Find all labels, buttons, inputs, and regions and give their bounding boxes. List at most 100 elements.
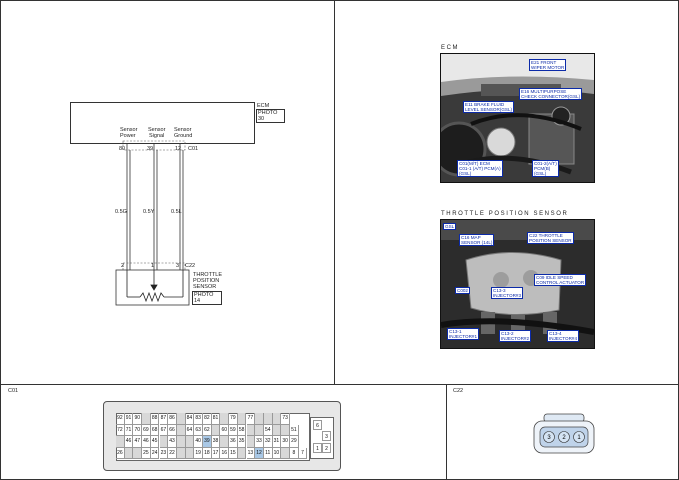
c01-pin-cell: 15 (229, 447, 238, 459)
c01-pin-cell: 69 (142, 424, 151, 436)
wire-label-blue: 0.5L (171, 209, 182, 215)
tps-location-photo: GSL C16 MAP SENSOR (14L) C22 THROTTLE PO… (440, 219, 595, 349)
c01-pin-cell: 23 (159, 447, 169, 459)
ecm-connector-id: C01 (188, 146, 199, 152)
c01-pin-cell: 70 (133, 424, 143, 436)
c01-pin-cell: 39 (203, 436, 212, 448)
c01-pin-cell (220, 413, 230, 425)
pin-label-sensor-signal-1: Sensor (148, 127, 166, 133)
c01-pin-cell: 81 (211, 413, 221, 425)
c01-pin-cell: 18 (203, 447, 212, 459)
callout-map-sensor: C16 MAP SENSOR (14L) (459, 234, 495, 246)
callout-throttle-position-sensor: C22 THROTTLE POSITION SENSOR (527, 232, 574, 244)
pin-label-sensor-power-2: Power (120, 133, 136, 139)
sensor-label-2: POSITION (193, 278, 220, 284)
c01-pin-cell: 63 (194, 424, 203, 436)
c01-side-pin: 6 (313, 420, 322, 430)
ecm-photo-label: PHOTO (258, 110, 278, 116)
sensor-photo-label: PHOTO (194, 292, 214, 298)
c01-pin-cell (133, 447, 143, 459)
c01-pin-cell: 84 (185, 413, 195, 425)
callout-injector-3: C13-3 INJECTOR#3 (491, 287, 523, 299)
c01-pin-cell: 35 (237, 436, 247, 448)
c01-pin-cell (176, 413, 186, 425)
c01-side-pin: 2 (322, 443, 331, 453)
tps-gsl-tag: GSL (443, 223, 457, 230)
c01-pin-cell: 26 (116, 447, 125, 459)
c01-pin-cell: 86 (168, 413, 177, 425)
c01-pin-cell: 73 (281, 413, 290, 425)
c01-pin-cell: 16 (220, 447, 230, 459)
c01-pin-cell (176, 436, 186, 448)
c01-pin-cell: 46 (124, 436, 134, 448)
c01-pin-cell (159, 436, 169, 448)
c01-pin-cell (116, 436, 125, 448)
c01-pin-cell: 24 (150, 447, 160, 459)
c01-pin-cell: 13 (246, 447, 256, 459)
callout-idle-speed-control-actuator: C09 IDLE SPEED CONTROL ACTUATOR (534, 274, 587, 286)
c01-pin-cell: 71 (124, 424, 134, 436)
c01-pin-cell (237, 447, 247, 459)
c22-connector-face: 3 2 1 (533, 413, 595, 454)
c01-pin-cell (142, 413, 151, 425)
callout-brake-fluid-level-sensor: E11 BRAKE FLUID LEVEL SENSOR(GSL) (463, 101, 515, 113)
pin-label-sensor-ground-2: Ground (174, 133, 193, 139)
ecm-photo-ref (256, 109, 285, 123)
c01-pin-cell: 91 (124, 413, 134, 425)
callout-front-wiper-motor: E21 FRONT WIPER MOTOR (529, 59, 567, 71)
ecm-photo-number: 30 (258, 116, 265, 122)
c01-pin-cell (124, 447, 134, 459)
sensor-pin-2: 2 (121, 263, 125, 269)
c01-pin-cell: 30 (281, 436, 290, 448)
c01-pin-cell: 10 (272, 447, 282, 459)
c01-pin-cell: 45 (150, 436, 160, 448)
c01-pin-cell: 62 (203, 424, 212, 436)
c01-pin-cell: 31 (272, 436, 282, 448)
c01-pin-cell: 92 (116, 413, 125, 425)
c01-pin-cell (220, 436, 230, 448)
sensor-pin-1: 1 (151, 263, 155, 269)
c01-pin-cell: 12 (255, 447, 264, 459)
sensor-label-1: THROTTLE (193, 272, 223, 278)
pin-label-sensor-ground-1: Sensor (174, 127, 192, 133)
ecm-box (70, 102, 255, 144)
c01-pin-cell: 72 (116, 424, 125, 436)
c01-pin-cell (176, 447, 186, 459)
ecm-pin-80: 80 (119, 146, 126, 152)
c01-pin-cell: 88 (150, 413, 160, 425)
c01-pin-cell (246, 436, 256, 448)
ecm-photo-title: ECM (441, 45, 460, 51)
callout-injector-2: C13-2 INJECTOR#2 (499, 330, 531, 342)
ecm-pin-39: 39 (147, 146, 154, 152)
c01-pin-cell (281, 424, 290, 436)
pin-label-sensor-power-1: Sensor (120, 127, 138, 133)
c01-pin-cell: 87 (159, 413, 169, 425)
potentiometer-resistor (139, 291, 165, 303)
c01-pin-cell (255, 424, 264, 436)
c01-pin-cell: 58 (237, 424, 247, 436)
callout-injector-4: C13-4 INJECTOR#4 (547, 330, 579, 342)
callout-injector-1: C13-1 INJECTOR#1 (447, 328, 479, 340)
callout-multipurpose-check-connector: E16 MULTIPURPOSE CHECK CONNECTOR(GSL) (519, 88, 583, 100)
c01-pin-cell (263, 413, 273, 425)
sensor-connector-id: C22 (185, 263, 196, 269)
wire-label-green: 0.5G (115, 209, 127, 215)
c01-pin-cell: 38 (211, 436, 221, 448)
c01-pin-cell: 43 (168, 436, 177, 448)
ecm-pin-12: 12 (175, 146, 182, 152)
c01-pin-cell (281, 447, 290, 459)
c01-pin-cell: 29 (290, 436, 299, 448)
c01-pin-cell: 47 (133, 436, 143, 448)
c01-pin-cell: 90 (133, 413, 143, 425)
sensor-photo-ref (192, 291, 222, 305)
c01-pin-cell (255, 413, 264, 425)
c01-pin-cell: 32 (263, 436, 273, 448)
c01-pin-cell (246, 424, 256, 436)
c01-pin-cell: 22 (168, 447, 177, 459)
c01-pin-cell (185, 436, 195, 448)
c01-pin-cell (237, 413, 247, 425)
ecm-label: ECM (257, 103, 270, 109)
c01-pin-cell: 64 (185, 424, 195, 436)
wiring-svg (115, 140, 190, 306)
